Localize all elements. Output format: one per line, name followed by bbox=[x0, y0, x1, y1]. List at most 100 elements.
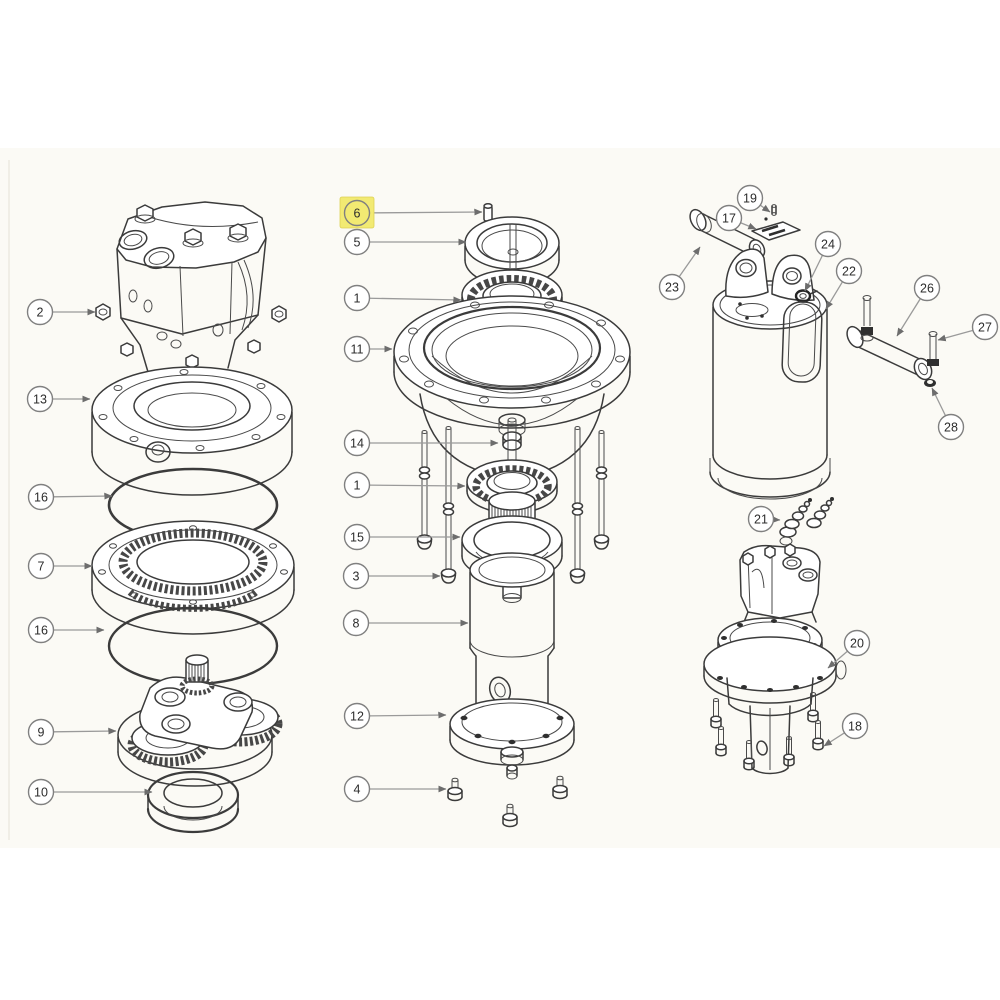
callout-7[interactable]: 7 bbox=[27, 552, 93, 580]
balloon-circle-9 bbox=[27, 718, 55, 746]
callout-1[interactable]: 1 bbox=[343, 284, 462, 312]
callout-10[interactable]: 10 bbox=[27, 778, 153, 806]
balloon-circle-4 bbox=[343, 775, 371, 803]
leader-line-17 bbox=[740, 222, 757, 230]
balloon-number: 7 bbox=[38, 560, 45, 574]
balloon-circle-12 bbox=[343, 702, 371, 730]
flange-screws bbox=[447, 775, 568, 828]
balloon-number: 24 bbox=[821, 238, 835, 252]
callout-15[interactable]: 15 bbox=[343, 523, 461, 551]
balloon-circle-1 bbox=[343, 471, 371, 499]
balloon-number: 10 bbox=[34, 786, 48, 800]
motor-mount-nut-left bbox=[95, 303, 111, 321]
balloon-number: 1 bbox=[354, 292, 361, 306]
leader-line-1 bbox=[369, 296, 462, 304]
grease-fittings bbox=[779, 497, 834, 546]
balloon-circle-24 bbox=[814, 230, 842, 258]
callout-2[interactable]: 2 bbox=[26, 298, 96, 326]
callout-3[interactable]: 3 bbox=[342, 562, 441, 590]
callout-21[interactable]: 21 bbox=[747, 505, 781, 533]
seal-carrier bbox=[464, 203, 560, 287]
hydraulic-motor bbox=[95, 201, 287, 373]
balloon-circle-18 bbox=[841, 712, 869, 740]
balloon-circle-16 bbox=[27, 616, 55, 644]
balloon-circle-5 bbox=[343, 228, 371, 256]
callout-16[interactable]: 16 bbox=[27, 483, 113, 511]
leader-line-1 bbox=[369, 482, 466, 490]
balloon-number: 12 bbox=[350, 710, 364, 724]
balloon-number: 28 bbox=[944, 421, 958, 435]
seal-ring bbox=[146, 770, 240, 834]
callout-9[interactable]: 9 bbox=[27, 718, 117, 746]
balloon-number: 16 bbox=[34, 624, 48, 638]
leader-line-24 bbox=[804, 254, 824, 292]
main-housing-flange bbox=[393, 295, 631, 437]
balloon-circle-2 bbox=[26, 298, 54, 326]
balloon-circle-23 bbox=[658, 273, 686, 301]
balloon-circle-26 bbox=[913, 274, 941, 302]
balloon-circle-11 bbox=[343, 335, 371, 363]
link-pin-assembly bbox=[846, 295, 939, 387]
balloon-number: 15 bbox=[350, 531, 364, 545]
callout-5[interactable]: 5 bbox=[343, 228, 467, 256]
balloon-circle-17 bbox=[715, 204, 743, 232]
leader-line-18 bbox=[823, 732, 845, 747]
balloon-number: 18 bbox=[848, 720, 862, 734]
callout-17[interactable]: 17 bbox=[715, 204, 757, 232]
balloon-circle-19 bbox=[736, 184, 764, 212]
leader-line-23 bbox=[678, 246, 701, 278]
sun-gear bbox=[179, 654, 215, 696]
balloon-circle-10 bbox=[27, 778, 55, 806]
gear-housing-cover bbox=[91, 366, 293, 496]
balloon-number: 2 bbox=[37, 306, 44, 320]
splined-pinion-cup bbox=[461, 491, 563, 581]
callouts-layer: 2131671691065111141153812419172324222627… bbox=[26, 184, 999, 806]
callout-1[interactable]: 1 bbox=[343, 471, 466, 499]
balloon-number: 6 bbox=[354, 207, 361, 221]
callout-24[interactable]: 24 bbox=[804, 230, 842, 292]
balloon-number: 16 bbox=[34, 491, 48, 505]
callout-20[interactable]: 20 bbox=[827, 629, 871, 669]
leader-line-20 bbox=[827, 650, 848, 669]
ring-gear bbox=[91, 520, 295, 635]
callout-13[interactable]: 13 bbox=[26, 385, 91, 413]
planet-carrier bbox=[117, 654, 283, 787]
callout-12[interactable]: 12 bbox=[343, 702, 447, 730]
callout-26[interactable]: 26 bbox=[896, 274, 941, 337]
balloon-number: 11 bbox=[351, 343, 364, 357]
callout-19[interactable]: 19 bbox=[736, 184, 771, 213]
balloon-number: 4 bbox=[354, 783, 361, 797]
callout-28[interactable]: 28 bbox=[931, 387, 965, 441]
balloon-circle-27 bbox=[971, 313, 999, 341]
callout-8[interactable]: 8 bbox=[342, 609, 469, 637]
balloon-circle-7 bbox=[27, 552, 55, 580]
callout-22[interactable]: 22 bbox=[825, 257, 863, 310]
balloon-circle-6 bbox=[343, 199, 371, 227]
mounting-bolts bbox=[710, 692, 824, 771]
callout-23[interactable]: 23 bbox=[658, 246, 701, 301]
callout-27[interactable]: 27 bbox=[937, 313, 999, 342]
balloon-circle-21 bbox=[747, 505, 775, 533]
output-housing bbox=[469, 552, 555, 715]
balloon-number: 19 bbox=[743, 192, 757, 206]
callout-14[interactable]: 14 bbox=[343, 429, 499, 457]
balloon-number: 14 bbox=[350, 437, 364, 451]
leader-line-27 bbox=[937, 329, 974, 342]
callout-11[interactable]: 11 bbox=[343, 335, 393, 363]
callout-18[interactable]: 18 bbox=[823, 712, 869, 747]
callout-6[interactable]: 6 bbox=[339, 196, 483, 229]
shim-plate bbox=[751, 221, 801, 241]
balloon-number: 23 bbox=[665, 281, 679, 295]
balloon-number: 13 bbox=[33, 393, 47, 407]
balloon-circle-3 bbox=[342, 562, 370, 590]
leader-line-16 bbox=[53, 492, 113, 500]
balloon-number: 1 bbox=[354, 479, 361, 493]
callout-4[interactable]: 4 bbox=[343, 775, 447, 803]
balloon-circle-14 bbox=[343, 429, 371, 457]
balloon-number: 3 bbox=[353, 570, 360, 584]
callout-16[interactable]: 16 bbox=[27, 616, 105, 644]
swing-drive-exploded bbox=[393, 203, 631, 828]
leader-line-12 bbox=[369, 711, 447, 719]
balloon-circle-16 bbox=[27, 483, 55, 511]
